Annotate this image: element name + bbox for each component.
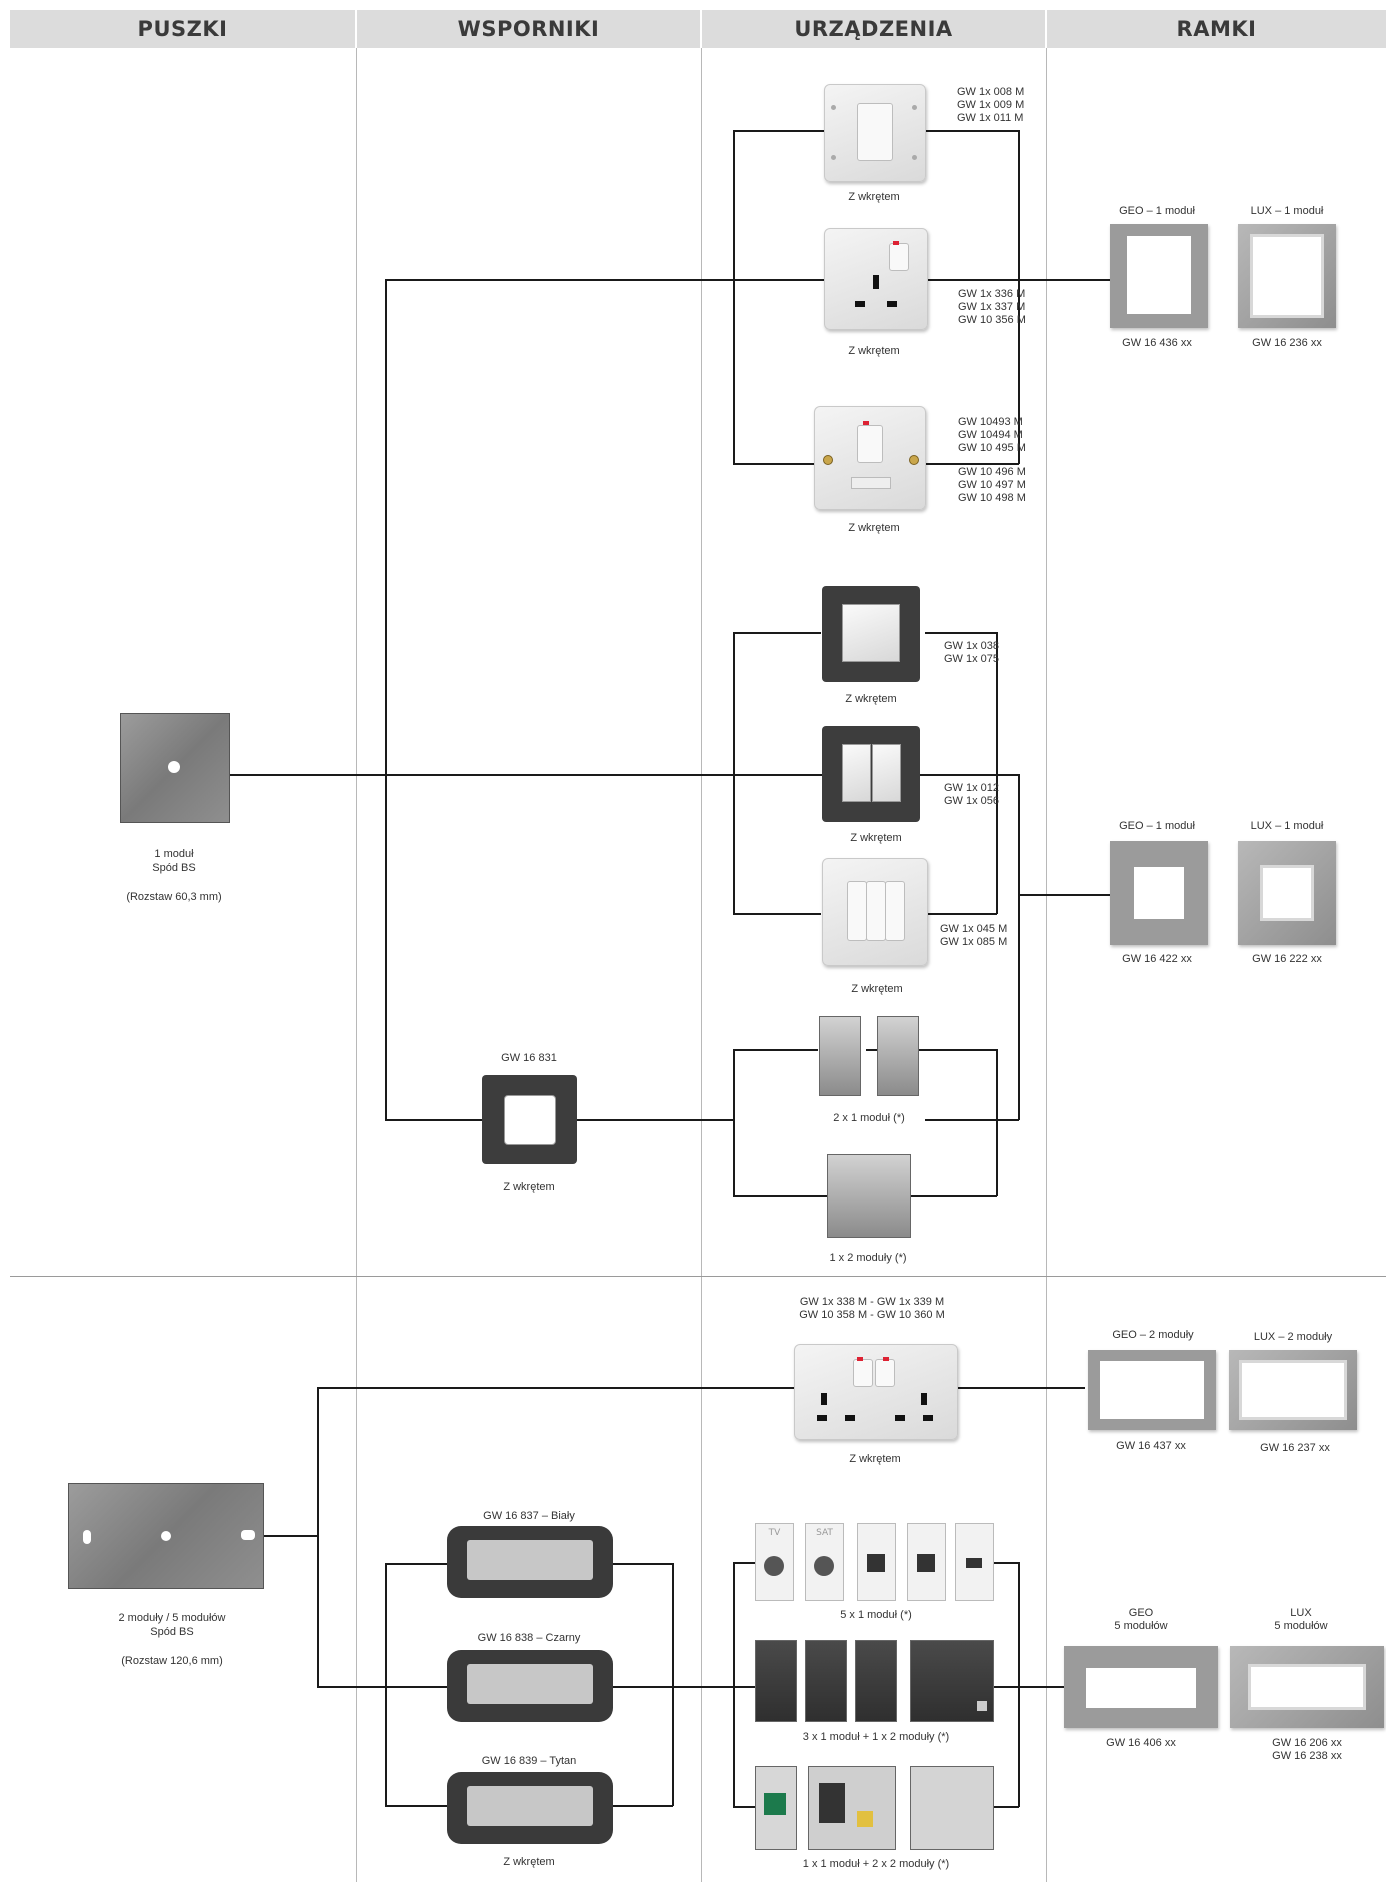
support-bracket-1-module: [482, 1075, 577, 1164]
device-tv-socket: TV: [755, 1523, 794, 1601]
frame2-code: GW 16 236 xx: [1252, 337, 1322, 350]
frame-geo-1: [1110, 224, 1208, 328]
device-module-2gang: [827, 1154, 911, 1238]
frame-geo-5: [1064, 1646, 1218, 1728]
header-urzadzenia: URZĄDZENIA: [702, 10, 1045, 48]
device7-note: 2 x 1 moduł (*): [833, 1112, 905, 1125]
device-indicator-module: [755, 1766, 797, 1850]
frame-geo-2: [1088, 1350, 1216, 1430]
support-rail-titan: [447, 1772, 613, 1844]
support1-code: GW 16 831: [501, 1052, 557, 1065]
support1-note: Z wkrętem: [503, 1181, 554, 1194]
device-fused-spur: [814, 406, 926, 510]
frame4-title: LUX – 1 moduł: [1251, 820, 1324, 833]
header-ramki: RAMKI: [1047, 10, 1386, 48]
section-separator: [10, 1276, 1386, 1277]
box1-name: 1 moduł: [154, 848, 193, 861]
frame2-title: LUX – 1 moduł: [1251, 205, 1324, 218]
device-switch-grid-2: [822, 726, 920, 822]
device6-note: Z wkrętem: [851, 983, 902, 996]
header-wsporniki: WSPORNIKI: [357, 10, 700, 48]
device-dark-module-2: [805, 1640, 847, 1722]
box2-sub: Spód BS: [150, 1626, 193, 1639]
column-separator: [356, 48, 357, 1882]
frame8-title: LUX 5 modułów: [1274, 1607, 1327, 1633]
device3-note: Z wkrętem: [848, 522, 899, 535]
device-usb-socket: [955, 1523, 994, 1601]
device-dark-module-1: [755, 1640, 797, 1722]
device-sat-socket: SAT: [805, 1523, 844, 1601]
support-rail-white: [447, 1526, 613, 1598]
frame8-code: GW 16 206 xx GW 16 238 xx: [1272, 1737, 1342, 1763]
frame6-title: LUX – 2 moduły: [1254, 1331, 1332, 1344]
frame1-title: GEO – 1 moduł: [1119, 205, 1195, 218]
mounting-box-1-module: [120, 713, 230, 823]
device-module-b: [877, 1016, 919, 1096]
device1-note: Z wkrętem: [848, 191, 899, 204]
frame7-code: GW 16 406 xx: [1106, 1737, 1176, 1750]
device6-codes: GW 1x 045 M GW 1x 085 M: [940, 923, 1007, 949]
device-switch-3-gang: [822, 858, 928, 966]
device-rcd-module: [808, 1766, 896, 1850]
box2-name: 2 moduły / 5 modułów: [119, 1612, 226, 1625]
device-switch-grid-1: [822, 586, 920, 682]
device4-note: Z wkrętem: [845, 693, 896, 706]
device5-note: Z wkrętem: [850, 832, 901, 845]
support4-note: Z wkrętem: [503, 1856, 554, 1869]
device9-note: Z wkrętem: [849, 1453, 900, 1466]
support2-code: GW 16 837 – Biały: [483, 1510, 575, 1523]
device11-note: 3 x 1 moduł + 1 x 2 moduły (*): [803, 1731, 949, 1744]
device-double-socket: [794, 1344, 958, 1440]
frame-lux-5: [1230, 1646, 1384, 1728]
box1-spacing: (Rozstaw 60,3 mm): [126, 891, 221, 904]
device-socket-1: [824, 228, 928, 330]
device1-codes: GW 1x 008 M GW 1x 009 M GW 1x 011 M: [957, 86, 1024, 125]
device-module-a: [819, 1016, 861, 1096]
frame-lux-1b: [1238, 841, 1336, 945]
mounting-box-2-modules: [68, 1483, 264, 1589]
box1-sub: Spód BS: [152, 862, 195, 875]
device-data-socket-2: [907, 1523, 946, 1601]
frame4-code: GW 16 222 xx: [1252, 953, 1322, 966]
device10-note: 5 x 1 moduł (*): [840, 1609, 912, 1622]
device-dark-module-2gang: [910, 1640, 994, 1722]
device8-note: 1 x 2 moduły (*): [829, 1252, 906, 1265]
support4-code: GW 16 839 – Tytan: [482, 1755, 577, 1768]
device3-codes: GW 10493 M GW 10494 M GW 10 495 M: [958, 416, 1026, 455]
frame7-title: GEO 5 modułów: [1114, 1607, 1167, 1633]
frame5-title: GEO – 2 moduły: [1112, 1329, 1193, 1342]
device5-codes: GW 1x 012 GW 1x 056: [944, 782, 999, 808]
frame3-title: GEO – 1 moduł: [1119, 820, 1195, 833]
device-dark-module-3: [855, 1640, 897, 1722]
device12-note: 1 x 1 moduł + 2 x 2 moduły (*): [803, 1858, 949, 1871]
frame1-code: GW 16 436 xx: [1122, 337, 1192, 350]
device-switch-1: [824, 84, 926, 182]
device9-codes: GW 1x 338 M - GW 1x 339 M GW 10 358 M - …: [799, 1296, 945, 1322]
frame5-code: GW 16 437 xx: [1116, 1440, 1186, 1453]
frame6-code: GW 16 237 xx: [1260, 1442, 1330, 1455]
frame3-code: GW 16 422 xx: [1122, 953, 1192, 966]
device3-codes-2: GW 10 496 M GW 10 497 M GW 10 498 M: [958, 466, 1026, 505]
frame-geo-1b: [1110, 841, 1208, 945]
column-separator: [1046, 48, 1047, 1882]
box2-spacing: (Rozstaw 120,6 mm): [121, 1655, 222, 1668]
device2-note: Z wkrętem: [848, 345, 899, 358]
support3-code: GW 16 838 – Czarny: [478, 1632, 581, 1645]
device4-codes: GW 1x 038 GW 1x 075: [944, 640, 999, 666]
device-data-socket-1: [857, 1523, 896, 1601]
device-socket-module: [910, 1766, 994, 1850]
support-rail-black: [447, 1650, 613, 1722]
header-puszki: PUSZKI: [10, 10, 355, 48]
device2-codes: GW 1x 336 M GW 1x 337 M GW 10 356 M: [958, 288, 1026, 327]
frame-lux-1: [1238, 224, 1336, 328]
column-separator: [701, 48, 702, 1882]
frame-lux-2: [1229, 1350, 1357, 1430]
